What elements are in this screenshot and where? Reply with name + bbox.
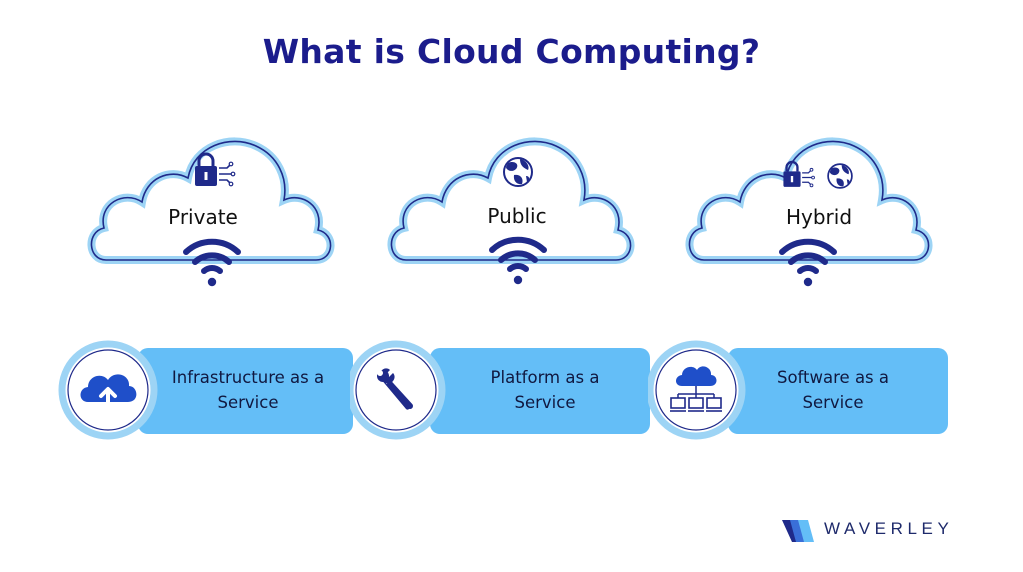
page-title: What is Cloud Computing? (262, 32, 761, 71)
cloud-hybrid: Hybrid (682, 132, 942, 292)
service-pill (430, 348, 650, 434)
service-label: Platform as a Service (490, 368, 600, 412)
service-saas: Software as a Service (648, 340, 948, 440)
service-paas: Platform as a Service (350, 340, 650, 440)
wrench-icon (377, 368, 413, 410)
service-badge (350, 340, 446, 440)
service-badge (58, 340, 158, 440)
service-iaas: Infrastructure as a Service (58, 340, 358, 440)
cloud-network-icon (670, 366, 722, 412)
cloud-label-hybrid: Hybrid (785, 205, 853, 229)
cloud-upload-icon (80, 374, 137, 406)
brand-logo: WAVERLEY (782, 516, 962, 546)
globe-icon (827, 163, 853, 189)
globe-icon (503, 157, 533, 187)
service-label: Software as a Service (776, 368, 890, 412)
cloud-private: Private (84, 132, 344, 292)
service-badge (648, 340, 746, 440)
cloud-public: Public (384, 132, 644, 292)
cloud-label-public: Public (487, 204, 547, 228)
waverley-logo-icon (782, 520, 814, 542)
service-pill (728, 348, 948, 434)
brand-name: WAVERLEY (824, 519, 954, 538)
service-label: Infrastructure as a Service (171, 368, 325, 412)
service-pill (138, 348, 353, 434)
cloud-label-private: Private (168, 205, 238, 229)
